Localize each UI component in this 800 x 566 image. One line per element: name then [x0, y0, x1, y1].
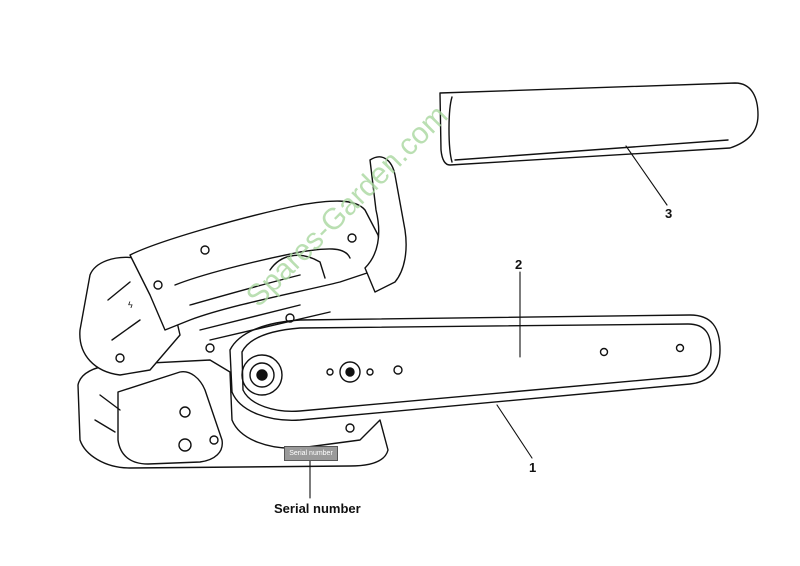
- svg-text:ϟ: ϟ: [128, 300, 133, 310]
- bar-cover: [439, 82, 759, 166]
- sprocket: [241, 354, 283, 396]
- leader-lines: [309, 145, 668, 499]
- callout-2-chain: 2: [515, 257, 523, 272]
- serial-number-caption: Serial number: [274, 501, 361, 516]
- guide-bar: [229, 314, 721, 421]
- callout-3-bar-cover: 3: [665, 206, 673, 221]
- serial-number-plate: Serial number: [284, 446, 338, 461]
- engine-housing: ϟ: [77, 156, 407, 469]
- callout-1-guide-bar: 1: [529, 460, 537, 475]
